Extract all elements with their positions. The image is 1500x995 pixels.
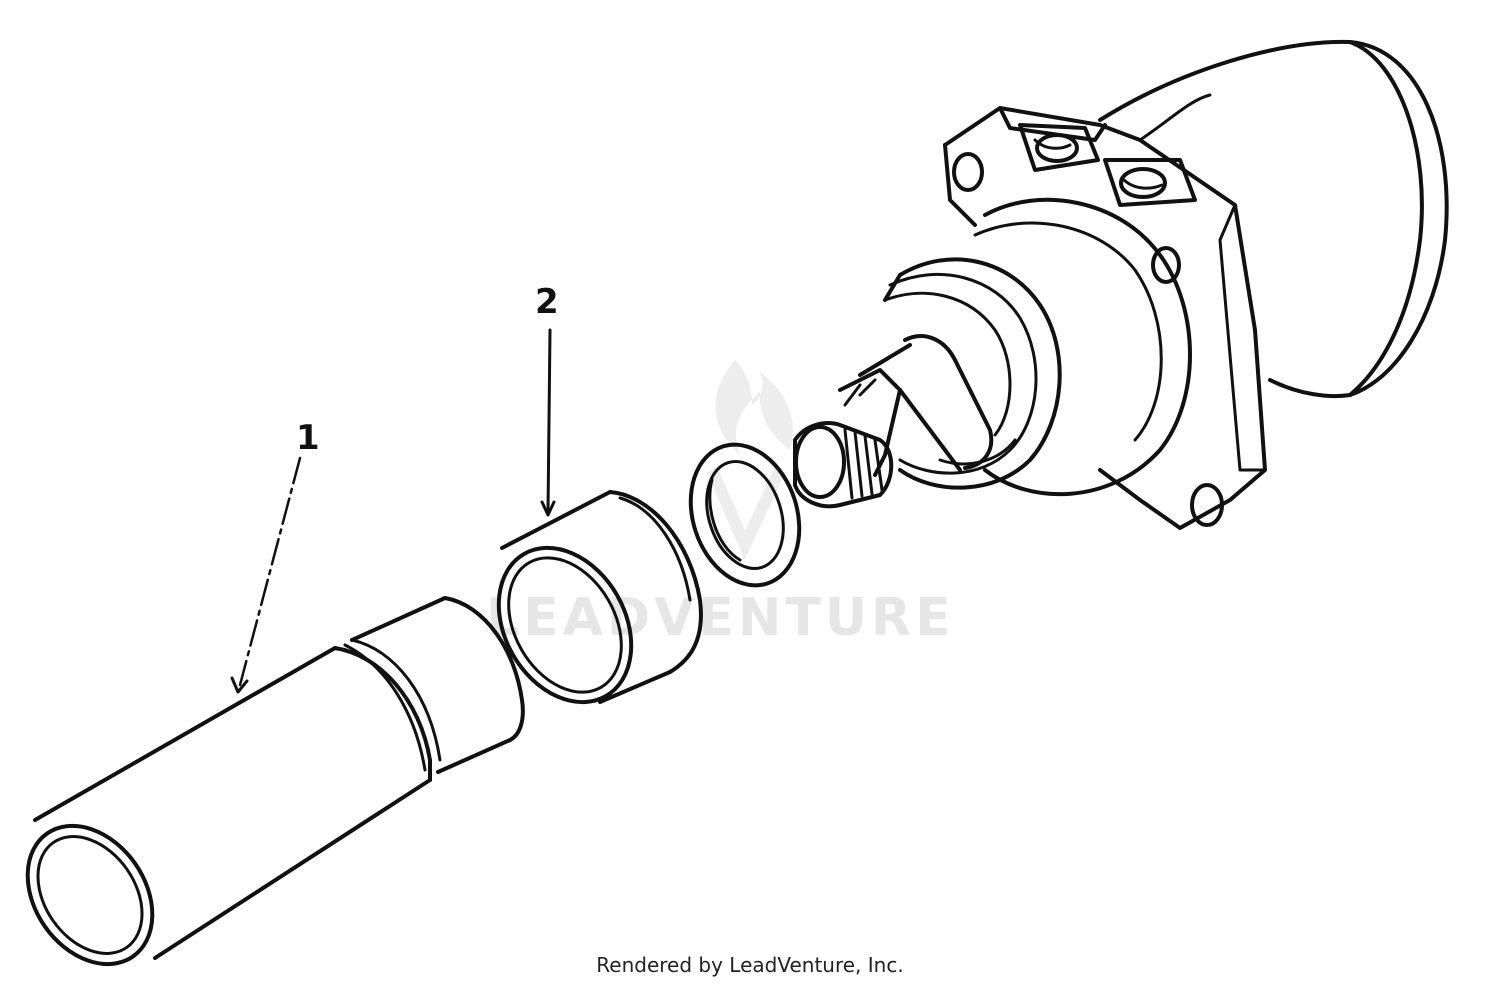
leader-line-2: [546, 328, 552, 514]
callout-label-1: 1: [296, 418, 320, 458]
leader-arrow-2: [540, 500, 556, 517]
callout-leaders: [230, 328, 556, 694]
part-1-sleeve: [25, 596, 525, 967]
hydraulic-motor: [793, 39, 1449, 530]
watermark-text: LEADVENTURE: [486, 588, 955, 648]
leader-line-1: [238, 456, 302, 687]
callout-label-2: 2: [535, 282, 559, 322]
leader-arrow-1: [230, 676, 249, 694]
part-2-bushing: [496, 490, 703, 705]
seal-ring: [688, 442, 802, 588]
credit-text: Rendered by LeadVenture, Inc.: [596, 953, 904, 977]
